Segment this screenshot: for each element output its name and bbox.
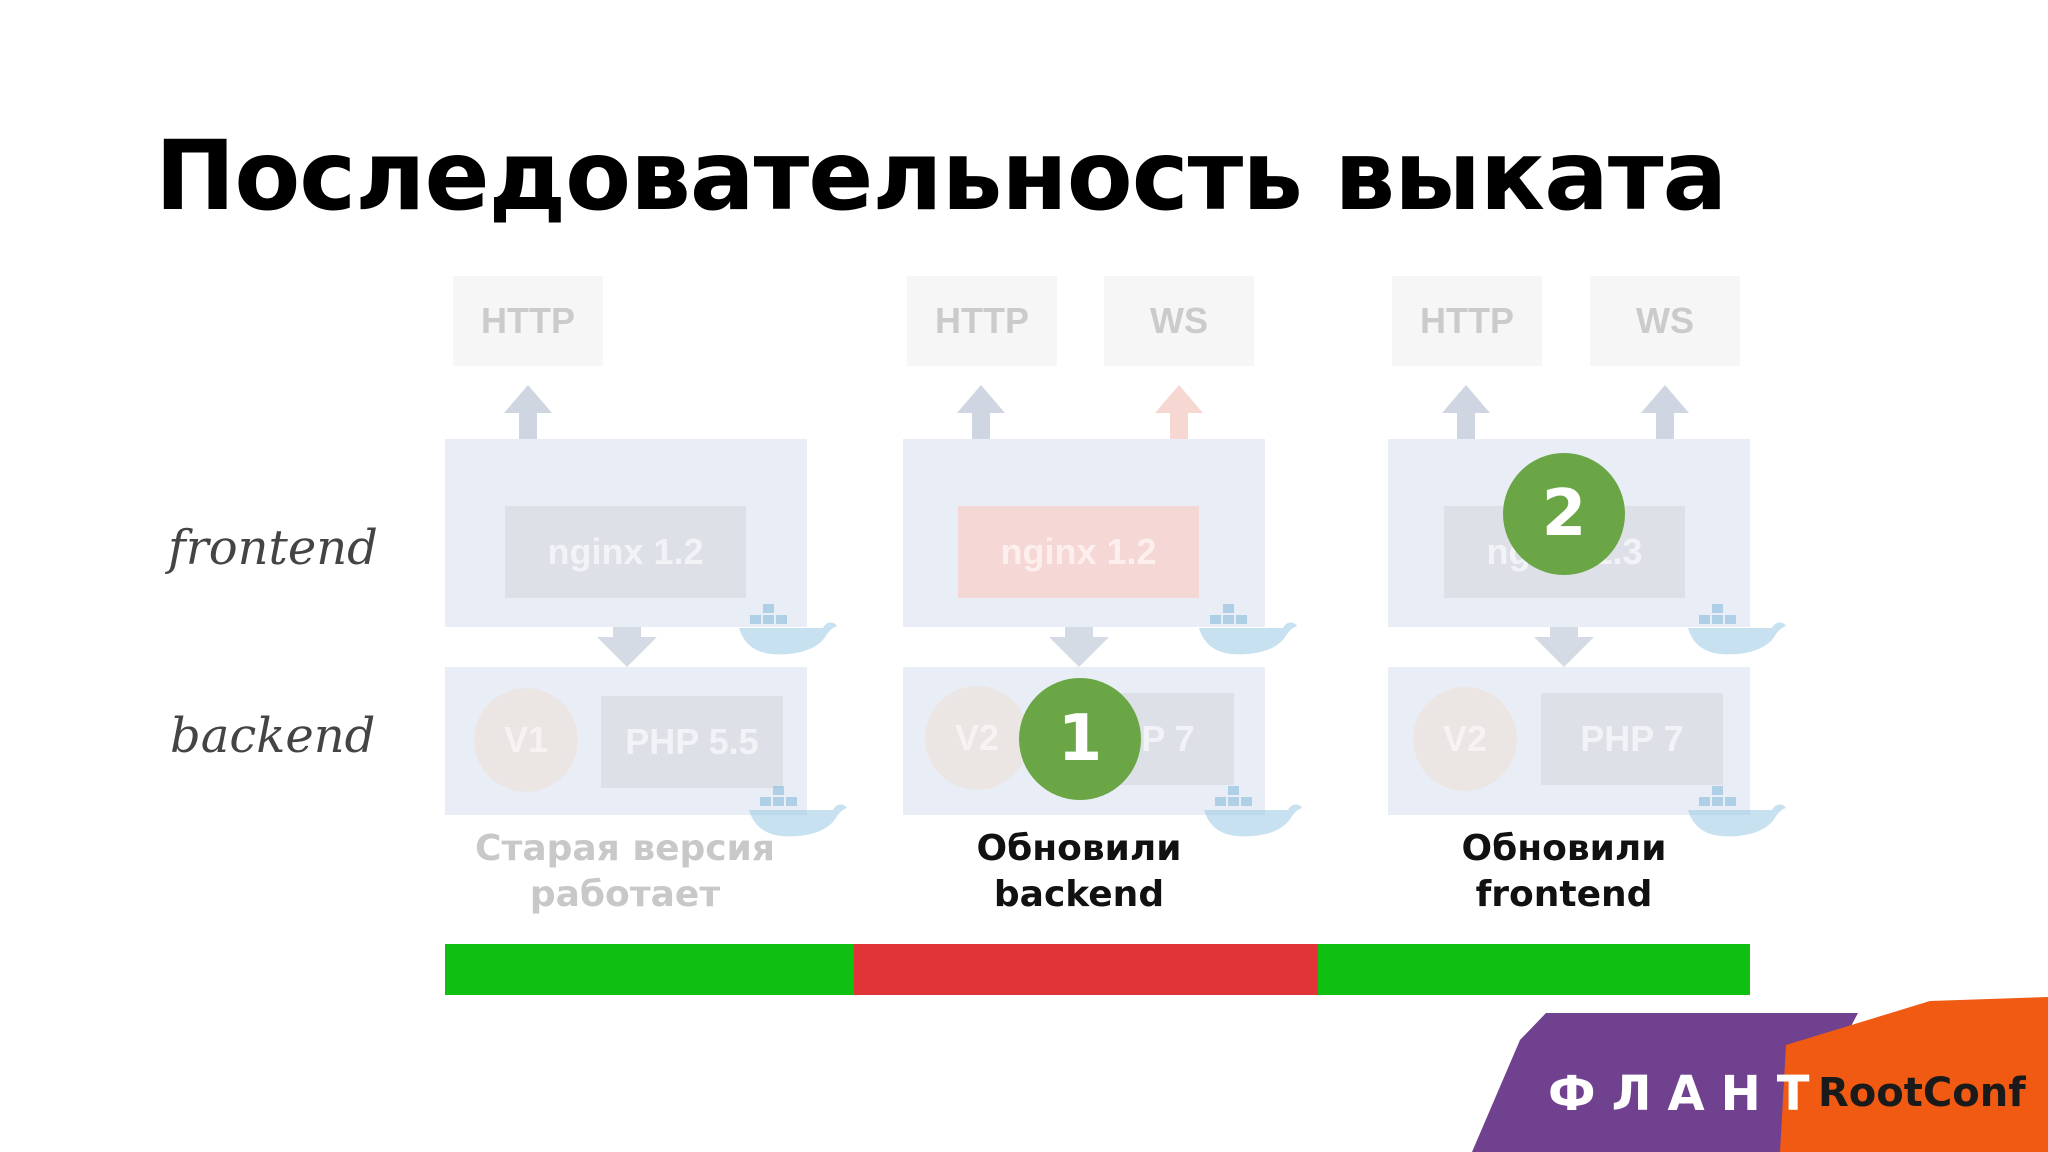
- docker-whale-icon: [1688, 786, 1786, 837]
- flant-logo-text: ФЛАНТ: [1548, 1066, 1826, 1122]
- docker-whale-icon: [1199, 604, 1297, 655]
- caption-line: Старая версия: [475, 828, 775, 869]
- nginx-box-error: nginx 1.2: [958, 506, 1199, 598]
- docker-whale-icon: [749, 786, 847, 837]
- docker-whale-icon: [739, 604, 837, 655]
- step-badge: 1: [1019, 678, 1141, 800]
- docker-whale-icon: [1688, 604, 1786, 655]
- nginx-box: nginx 1.2: [505, 506, 746, 598]
- rootconf-logo-shape: [1780, 997, 2048, 1152]
- slide-title: Последовательность выката: [155, 120, 1727, 232]
- caption-line: Обновили: [976, 828, 1182, 869]
- status-segment-ok: [445, 944, 854, 995]
- step-badge: 2: [1503, 453, 1625, 575]
- version-circle: V1: [474, 688, 578, 792]
- rootconf-logo-text: RootConf: [1818, 1070, 2026, 1116]
- protocol-chip-ws: WS: [1590, 276, 1740, 366]
- protocol-chip-http: HTTP: [907, 276, 1057, 366]
- caption-line: Обновили: [1461, 828, 1667, 869]
- status-segment-ok: [1318, 944, 1750, 995]
- caption-line: работает: [529, 874, 721, 915]
- row-label-backend: backend: [170, 708, 376, 764]
- protocol-chip-http: HTTP: [453, 276, 603, 366]
- stage-caption: Обновили frontend: [1359, 826, 1769, 918]
- row-label-frontend: frontend: [168, 520, 378, 576]
- down-arrow-icon: [597, 611, 1594, 667]
- status-segment-error: [854, 944, 1318, 995]
- caption-line: frontend: [1475, 874, 1653, 915]
- protocol-chip-http: HTTP: [1392, 276, 1542, 366]
- docker-whale-icon: [1204, 786, 1302, 837]
- php-box: PHP 7: [1541, 693, 1723, 785]
- version-circle: V2: [925, 686, 1029, 790]
- protocol-chip-ws: WS: [1104, 276, 1254, 366]
- flant-logo-shape: [1472, 1013, 1858, 1152]
- stage-caption: Обновили backend: [874, 826, 1284, 918]
- stage-caption: Старая версия работает: [420, 826, 830, 918]
- php-box: PHP 5.5: [601, 696, 783, 788]
- caption-line: backend: [993, 874, 1165, 915]
- version-circle: V2: [1413, 687, 1517, 791]
